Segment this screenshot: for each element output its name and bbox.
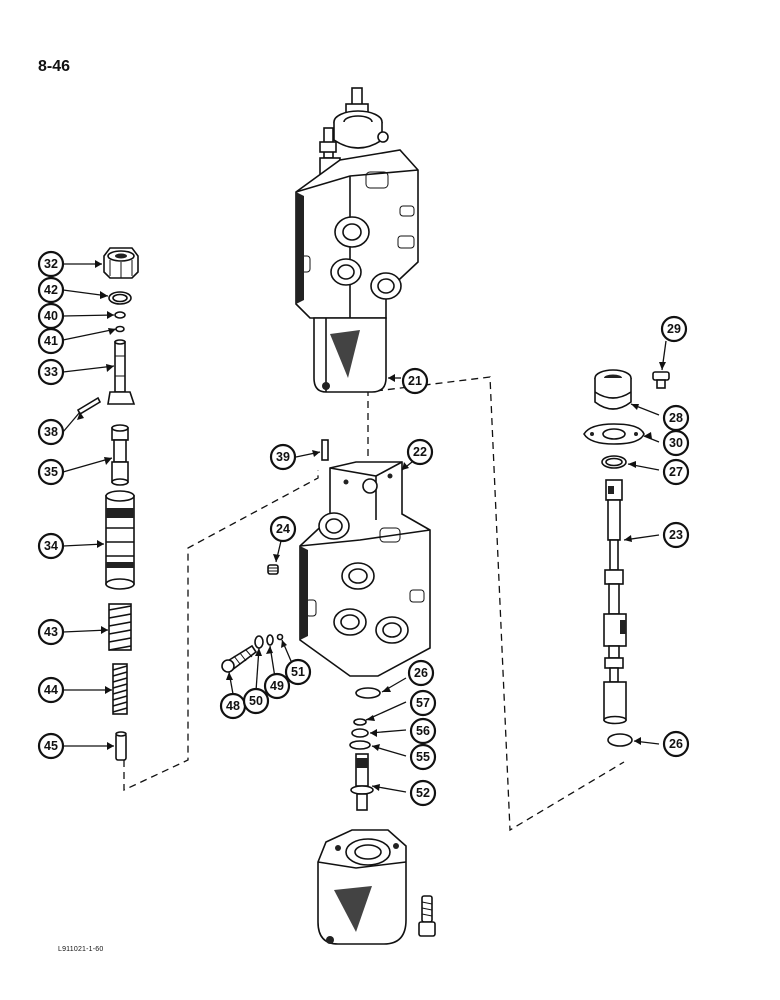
svg-text:26: 26 [669,737,683,751]
svg-text:49: 49 [270,679,284,693]
svg-text:48: 48 [226,699,240,713]
left-spool-parts [76,247,139,761]
callout-39: 39 [269,443,297,471]
svg-text:30: 30 [669,436,683,450]
callout-48: 48 [219,692,247,720]
page-number: 8-46 [38,58,71,75]
callout-56: 56 [409,717,437,745]
callout-23: 23 [662,521,690,549]
callout-30: 30 [662,429,690,457]
assembly-dashed-lines [123,376,625,832]
callout-38: 38 [37,418,65,446]
callout-35: 35 [37,458,65,486]
callout-24: 24 [269,515,297,543]
set-screw-24 [267,564,279,575]
svg-text:55: 55 [416,750,430,764]
plug-and-seals [221,633,284,673]
svg-text:45: 45 [44,739,58,753]
valve-section-assembly [295,87,419,393]
svg-text:51: 51 [291,665,305,679]
callout-57: 57 [409,689,437,717]
right-spool-parts [583,369,670,747]
callout-42: 42 [37,276,65,304]
roll-pin-39 [321,439,329,461]
svg-text:40: 40 [44,309,58,323]
callout-40: 40 [37,302,65,330]
callout-29: 29 [660,315,688,343]
callout-52: 52 [409,779,437,807]
callout-26-lower: 26 [662,730,690,758]
callout-28: 28 [662,404,690,432]
svg-text:32: 32 [44,257,58,271]
valve-section-body [299,461,431,677]
svg-text:41: 41 [44,334,58,348]
figure-code: L911021-1-60 [58,946,104,953]
callout-26-upper: 26 [407,659,435,687]
svg-text:38: 38 [44,425,58,439]
svg-text:24: 24 [276,522,290,536]
callout-50: 50 [242,687,270,715]
svg-text:52: 52 [416,786,430,800]
check-valve-parts [349,687,381,811]
svg-text:57: 57 [416,696,430,710]
callout-22: 22 [406,438,434,466]
svg-text:35: 35 [44,465,58,479]
callout-45: 45 [37,732,65,760]
svg-text:39: 39 [276,450,290,464]
svg-text:21: 21 [408,374,422,388]
svg-text:50: 50 [249,694,263,708]
svg-text:44: 44 [44,683,58,697]
callout-44: 44 [37,676,65,704]
svg-text:26: 26 [414,666,428,680]
callout-55: 55 [409,743,437,771]
svg-text:22: 22 [413,445,427,459]
callout-33: 33 [37,358,65,386]
callout-34: 34 [37,532,65,560]
svg-text:27: 27 [669,465,683,479]
leader-lines [62,260,667,793]
callout-32: 32 [37,250,65,278]
svg-text:34: 34 [44,539,58,553]
callout-41: 41 [37,327,65,355]
callout-27: 27 [662,458,690,486]
svg-text:29: 29 [667,322,681,336]
svg-text:42: 42 [44,283,58,297]
callout-43: 43 [37,618,65,646]
svg-text:23: 23 [669,528,683,542]
svg-text:56: 56 [416,724,430,738]
callout-51: 51 [284,658,312,686]
svg-text:43: 43 [44,625,58,639]
svg-text:28: 28 [669,411,683,425]
callout-21: 21 [401,367,429,395]
callout-49: 49 [263,672,291,700]
svg-text:33: 33 [44,365,58,379]
end-cap [317,829,436,945]
